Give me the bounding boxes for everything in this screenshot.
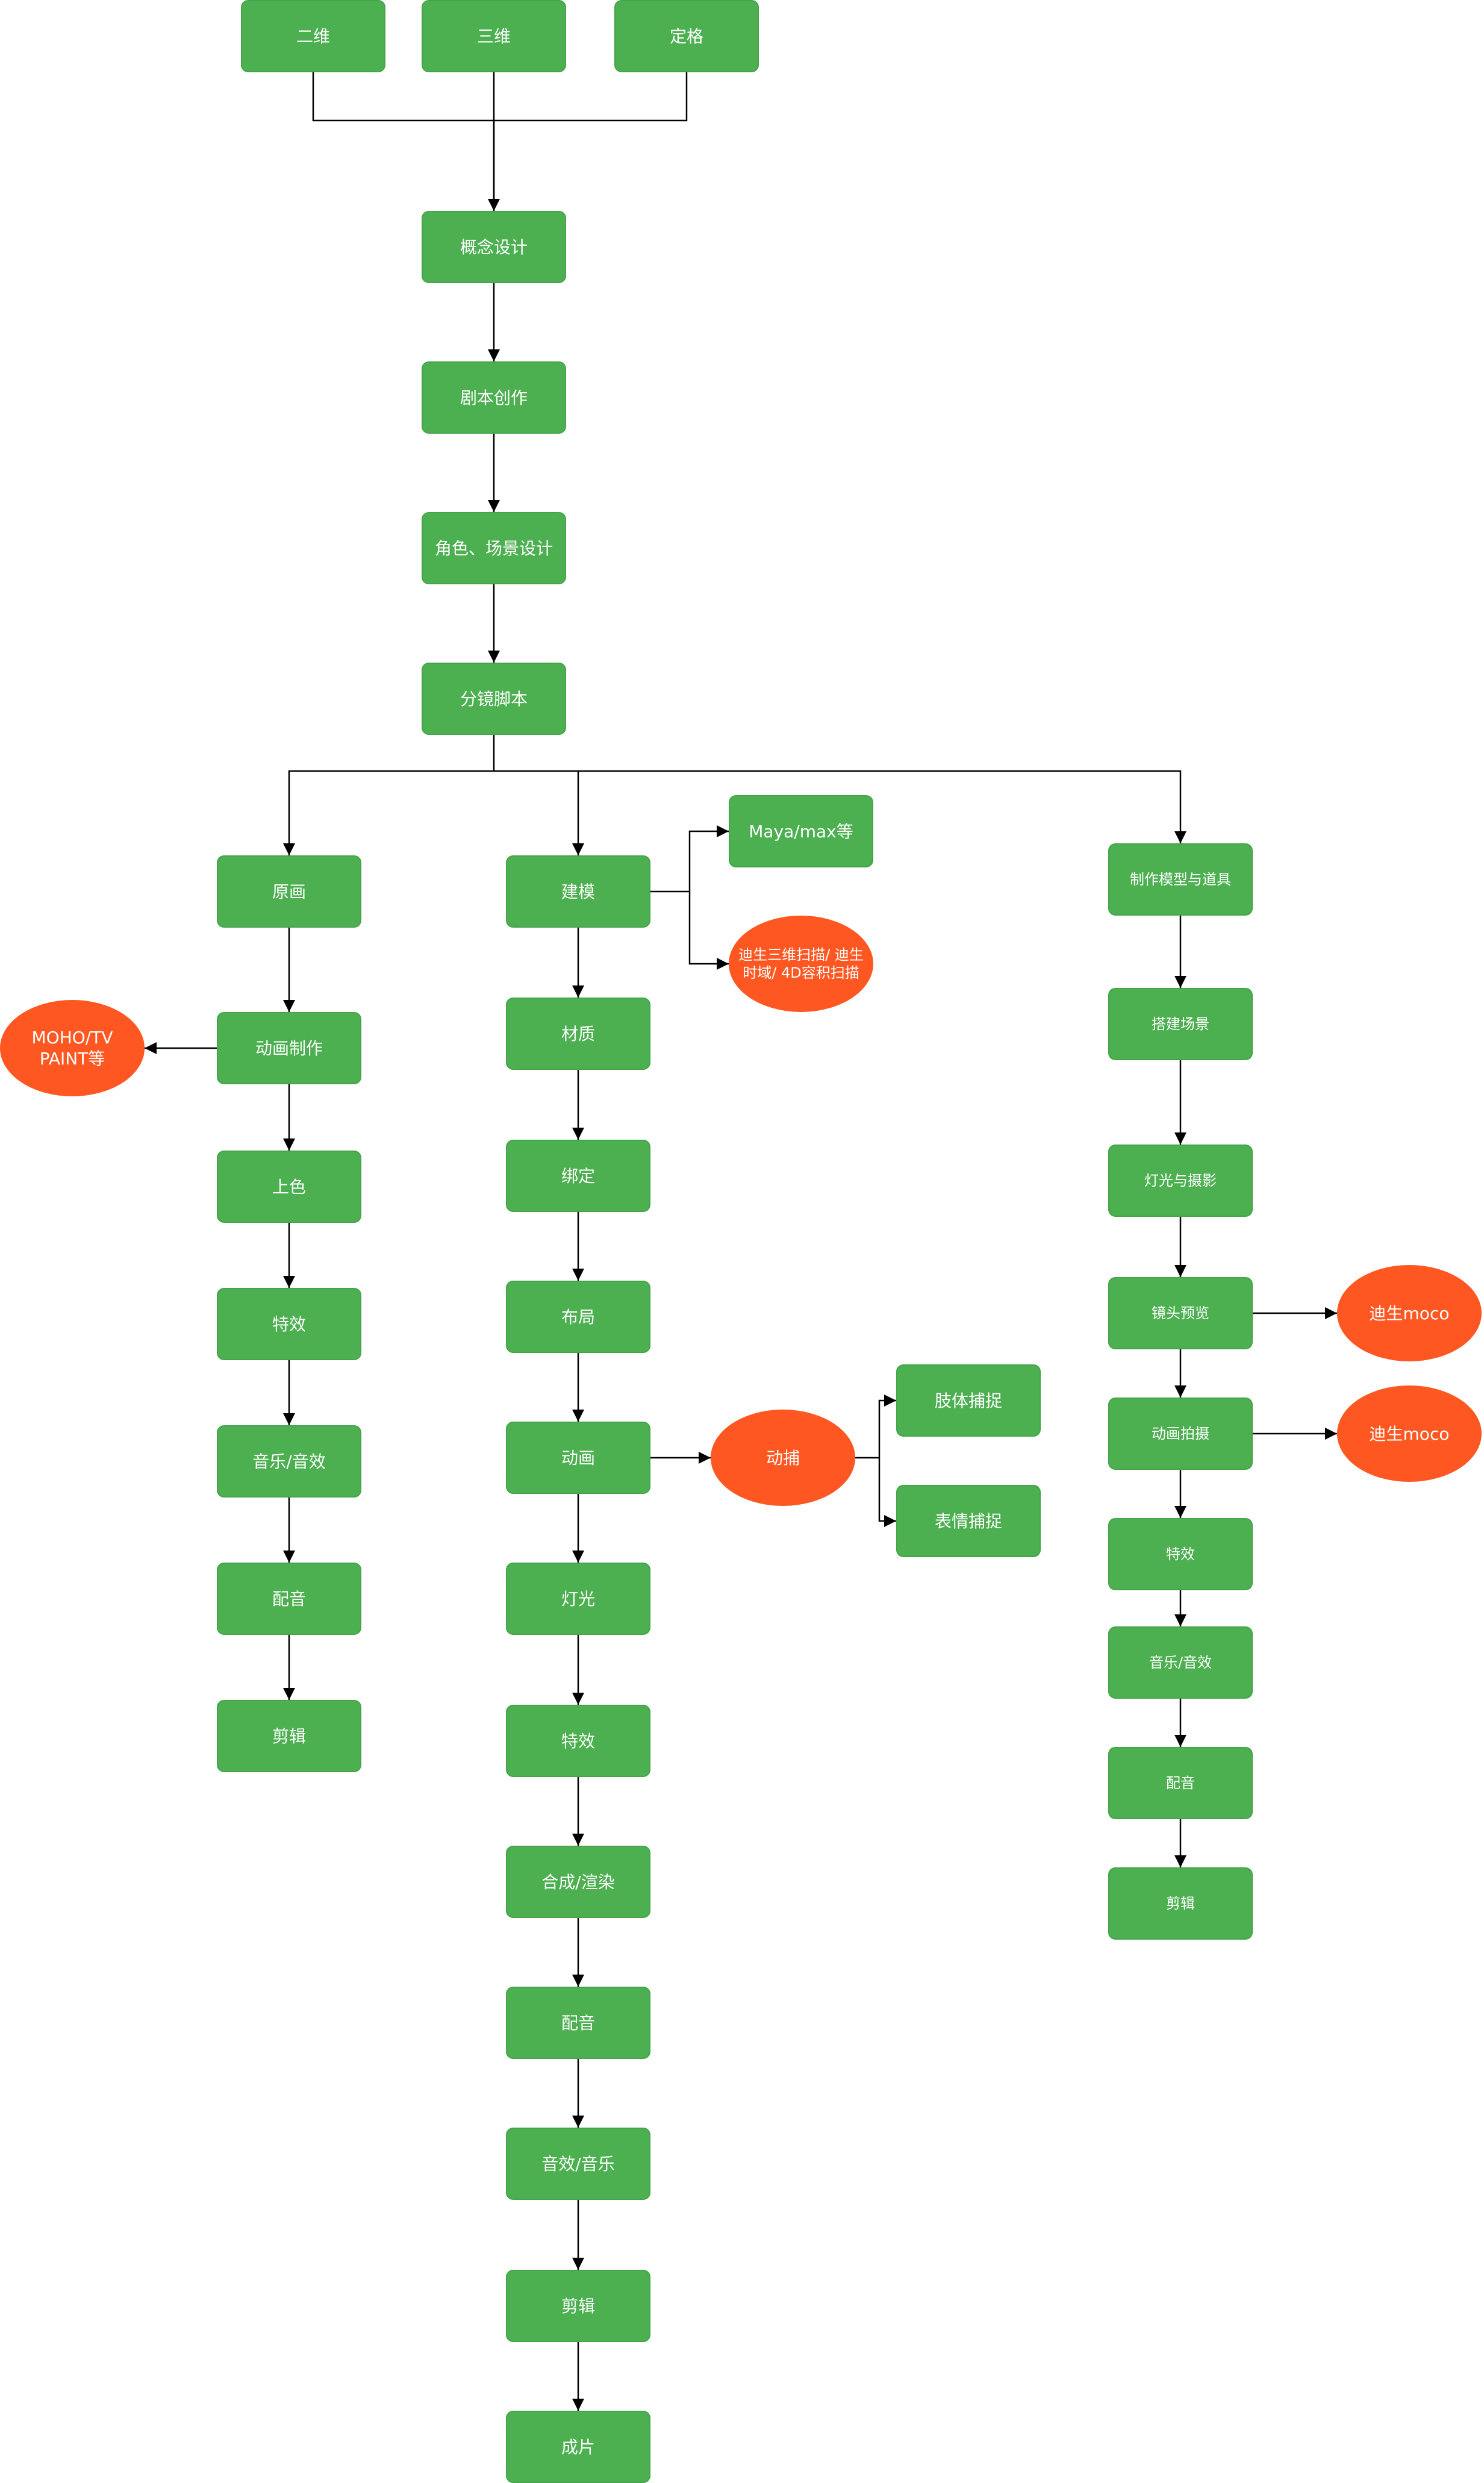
- edge-dongbu-biaoqing: [878, 1458, 896, 1527]
- node-hecheng: 合成/渲染: [506, 1846, 650, 1918]
- node-jianji-2d: 剪辑: [217, 1700, 361, 1772]
- node-caizhi: 材质: [506, 998, 650, 1070]
- node-juese: 角色、场景设计: [422, 512, 566, 584]
- node-jianmo: 建模: [506, 855, 650, 928]
- edge-fenjing-moxing: [494, 770, 1186, 843]
- node-moco-2: 迪生moco: [1337, 1385, 1482, 1482]
- node-erwei: 二维: [241, 0, 385, 72]
- node-moxing: 制作模型与道具: [1108, 843, 1253, 916]
- node-moho: MOHO/TV PAINT等: [0, 1000, 145, 1096]
- node-gainian: 概念设计: [422, 211, 566, 283]
- node-dengguang-3d: 灯光: [506, 1563, 650, 1635]
- node-dongbu: 动捕: [711, 1410, 855, 1506]
- node-yinxiao-3d: 音效/音乐: [506, 2128, 650, 2200]
- node-peiyin-2d: 配音: [217, 1563, 361, 1635]
- node-donghua-zhizuo: 动画制作: [217, 1012, 361, 1084]
- node-buju: 布局: [506, 1281, 650, 1353]
- edge-erwei-gainian: [312, 72, 500, 211]
- node-jianji-sm: 剪辑: [1108, 1867, 1253, 1940]
- node-texiao-3d: 特效: [506, 1705, 650, 1777]
- edge-jianmo-saomiao: [688, 892, 729, 970]
- node-moco-1: 迪生moco: [1337, 1265, 1482, 1361]
- node-dajian: 搭建场景: [1108, 988, 1253, 1060]
- node-yuanhua: 原画: [217, 855, 361, 928]
- node-chengpian: 成片: [506, 2411, 650, 2483]
- edge-jianmo-branch: [650, 825, 729, 893]
- node-jianji-3d: 剪辑: [506, 2270, 650, 2342]
- node-zhiti: 肢体捕捉: [896, 1364, 1041, 1437]
- node-fenjing: 分镜脚本: [422, 663, 566, 735]
- node-maya: Maya/max等: [729, 795, 873, 867]
- node-shangse: 上色: [217, 1151, 361, 1223]
- node-texiao-2d: 特效: [217, 1288, 361, 1360]
- node-donghua-3d: 动画: [506, 1422, 650, 1494]
- node-bangding: 绑定: [506, 1140, 650, 1212]
- node-paishe: 动画拍摄: [1108, 1398, 1253, 1470]
- edge-fenjing-branch: [283, 735, 495, 855]
- node-dingge: 定格: [614, 0, 759, 72]
- node-yinyue-2d: 音乐/音效: [217, 1425, 361, 1498]
- node-dengguang-sm: 灯光与摄影: [1108, 1145, 1253, 1217]
- node-sanwei: 三维: [422, 0, 566, 72]
- edge-dingge-gainian: [494, 72, 688, 122]
- node-peiyin-3d: 配音: [506, 1987, 650, 2059]
- node-juben: 剧本创作: [422, 361, 566, 434]
- node-texiao-sm: 特效: [1108, 1518, 1253, 1590]
- node-biaoqing: 表情捕捉: [896, 1485, 1041, 1557]
- node-jingtou: 镜头预览: [1108, 1277, 1253, 1349]
- node-saomiao: 迪生三维扫描/ 迪生时域/ 4D容积扫描: [729, 916, 873, 1012]
- node-peiyin-sm: 配音: [1108, 1747, 1253, 1819]
- edge-dongbu-branch: [855, 1395, 896, 1459]
- node-yinyue-sm: 音乐/音效: [1108, 1626, 1253, 1699]
